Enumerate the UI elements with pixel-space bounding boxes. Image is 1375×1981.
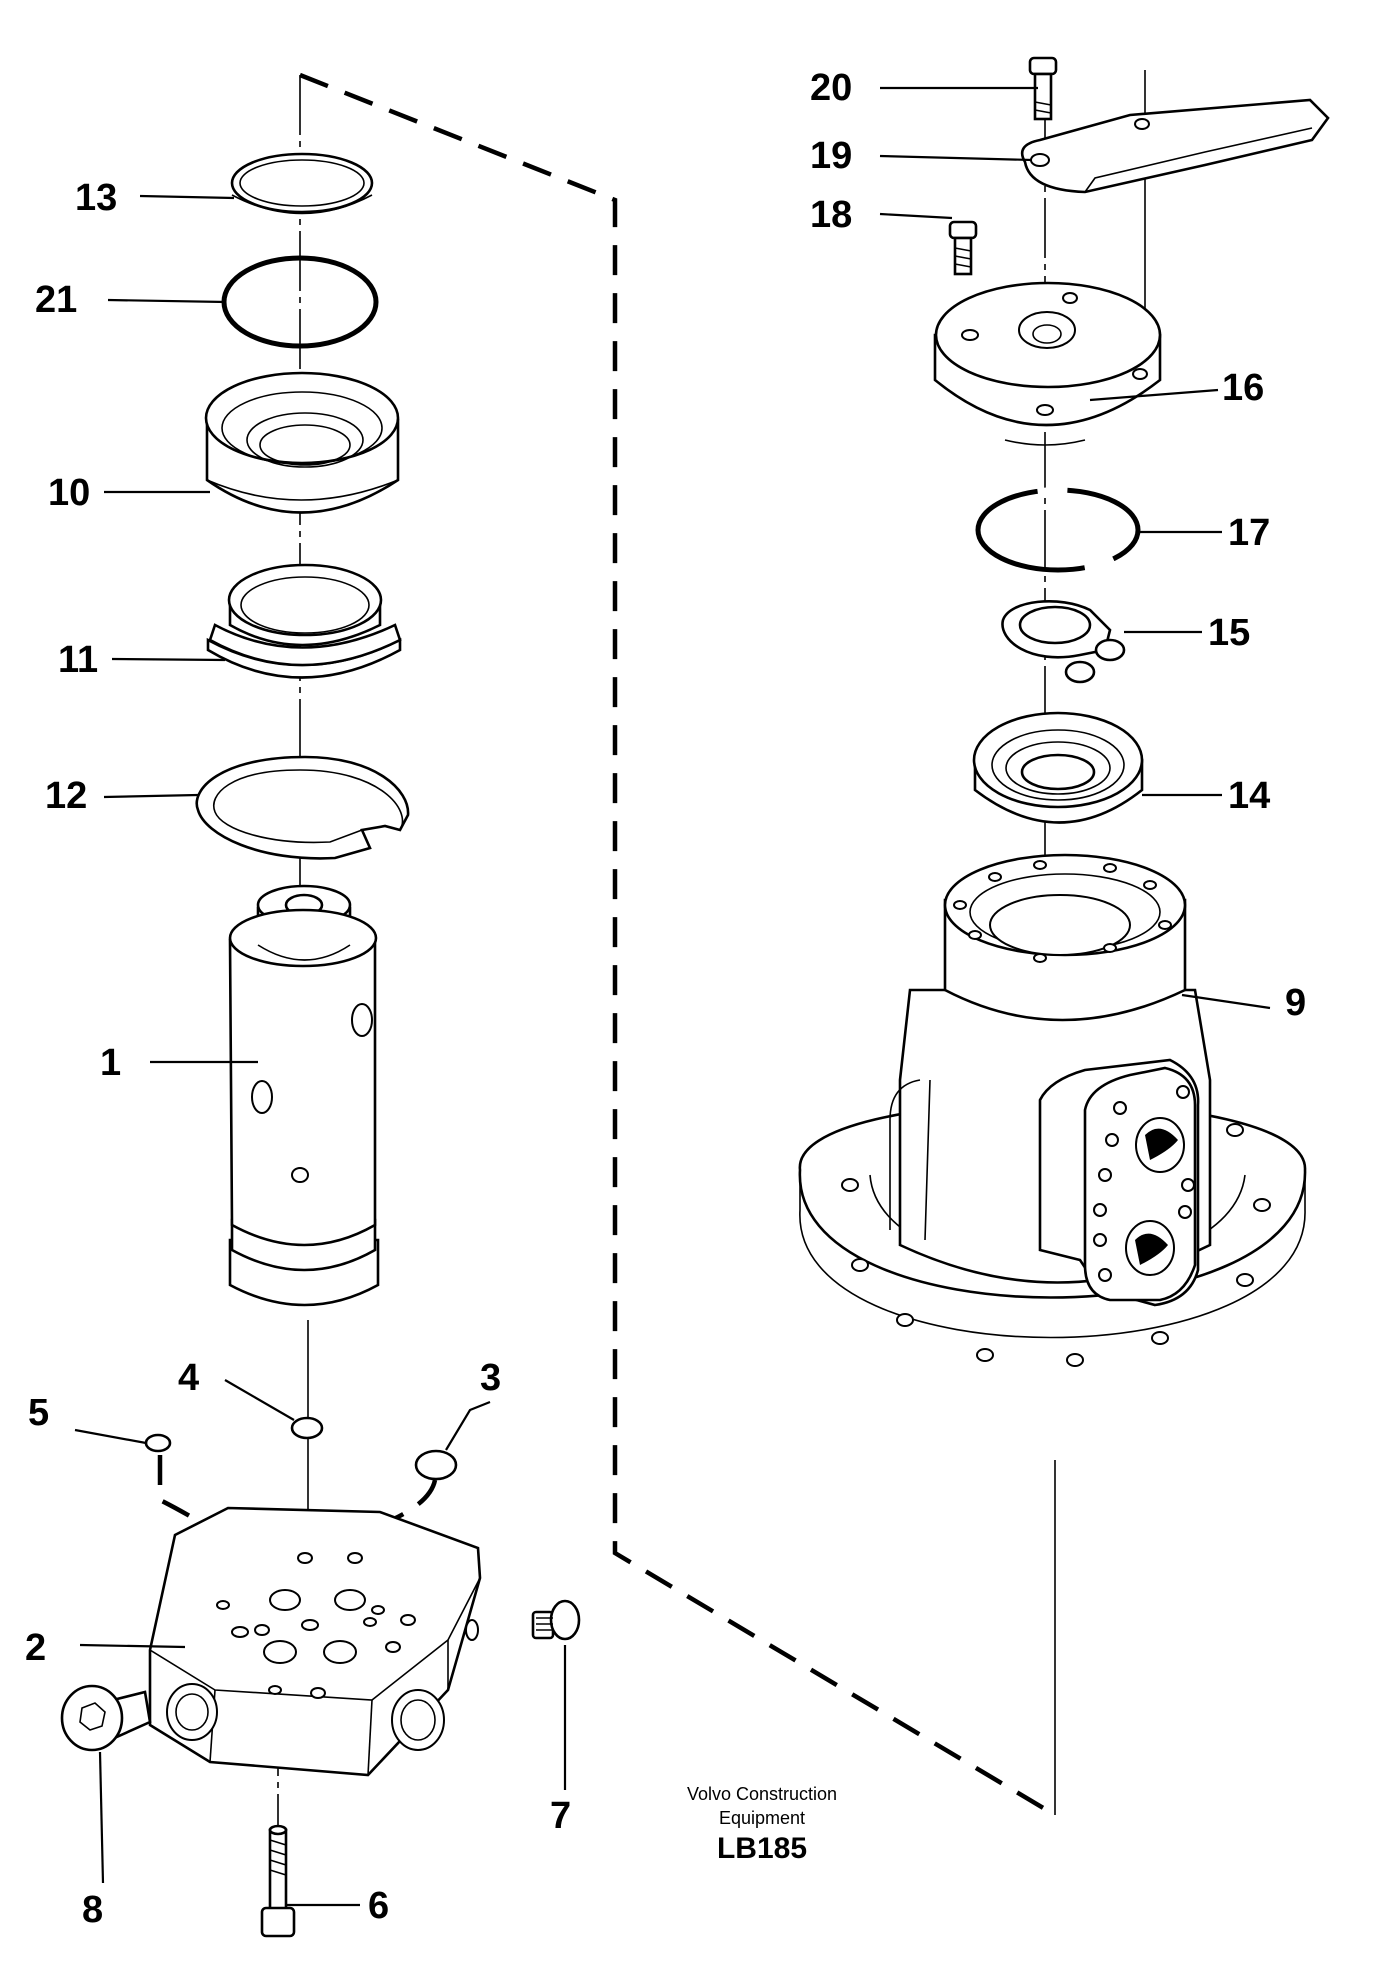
- part-11-flanged-bushing: [206, 563, 402, 679]
- label-5: 5: [28, 1392, 49, 1434]
- part-8-socket-plug: [60, 1684, 152, 1752]
- label-19: 19: [810, 135, 852, 177]
- part-10-seal-housing: [204, 371, 400, 514]
- part-6-screw: [260, 1824, 296, 1938]
- part-15-circlip: [1001, 600, 1126, 684]
- part-1-rotor-shaft: [228, 884, 380, 1307]
- part-9-swivel-housing: [798, 853, 1307, 1367]
- part-19-lock-plate: [1020, 98, 1330, 194]
- caption-line-1: Volvo Construction: [687, 1784, 837, 1804]
- part-14-bearing: [972, 711, 1144, 824]
- part-7-plug: [531, 1599, 581, 1641]
- part-20-bolt: [1028, 56, 1058, 121]
- part-2-distributor-block: [148, 1506, 482, 1777]
- label-9: 9: [1285, 982, 1306, 1024]
- label-2: 2: [25, 1627, 46, 1669]
- label-4: 4: [178, 1357, 199, 1399]
- part-18-screw: [948, 220, 978, 276]
- label-12: 12: [45, 775, 87, 817]
- label-17: 17: [1228, 512, 1270, 554]
- label-13: 13: [75, 177, 117, 219]
- label-16: 16: [1222, 367, 1264, 409]
- label-14: 14: [1228, 775, 1270, 817]
- label-6: 6: [368, 1885, 389, 1927]
- caption-line-2: Equipment: [719, 1808, 805, 1828]
- label-20: 20: [810, 67, 852, 109]
- label-21: 21: [35, 279, 77, 321]
- label-8: 8: [82, 1889, 103, 1931]
- label-18: 18: [810, 194, 852, 236]
- part-17-o-ring: [975, 487, 1141, 573]
- label-15: 15: [1208, 612, 1250, 654]
- label-1: 1: [100, 1042, 121, 1084]
- label-7: 7: [550, 1795, 571, 1837]
- label-3: 3: [480, 1357, 501, 1399]
- label-11: 11: [58, 639, 98, 681]
- manufacturer-caption: Volvo Construction Equipment LB185: [687, 1784, 837, 1865]
- label-10: 10: [48, 472, 90, 514]
- leader-lines: [74, 86, 1271, 1907]
- part-13-retaining-ring: [230, 152, 374, 215]
- part-16-cover: [933, 281, 1162, 446]
- seals-3-4-5: [144, 1416, 458, 1481]
- part-labels: 13 21 10 11 12 1 2 3 4 5 6 7 8 9 14 15 1…: [25, 67, 1306, 1931]
- part-12-slotted-shim: [195, 755, 410, 860]
- caption-code: LB185: [717, 1832, 807, 1865]
